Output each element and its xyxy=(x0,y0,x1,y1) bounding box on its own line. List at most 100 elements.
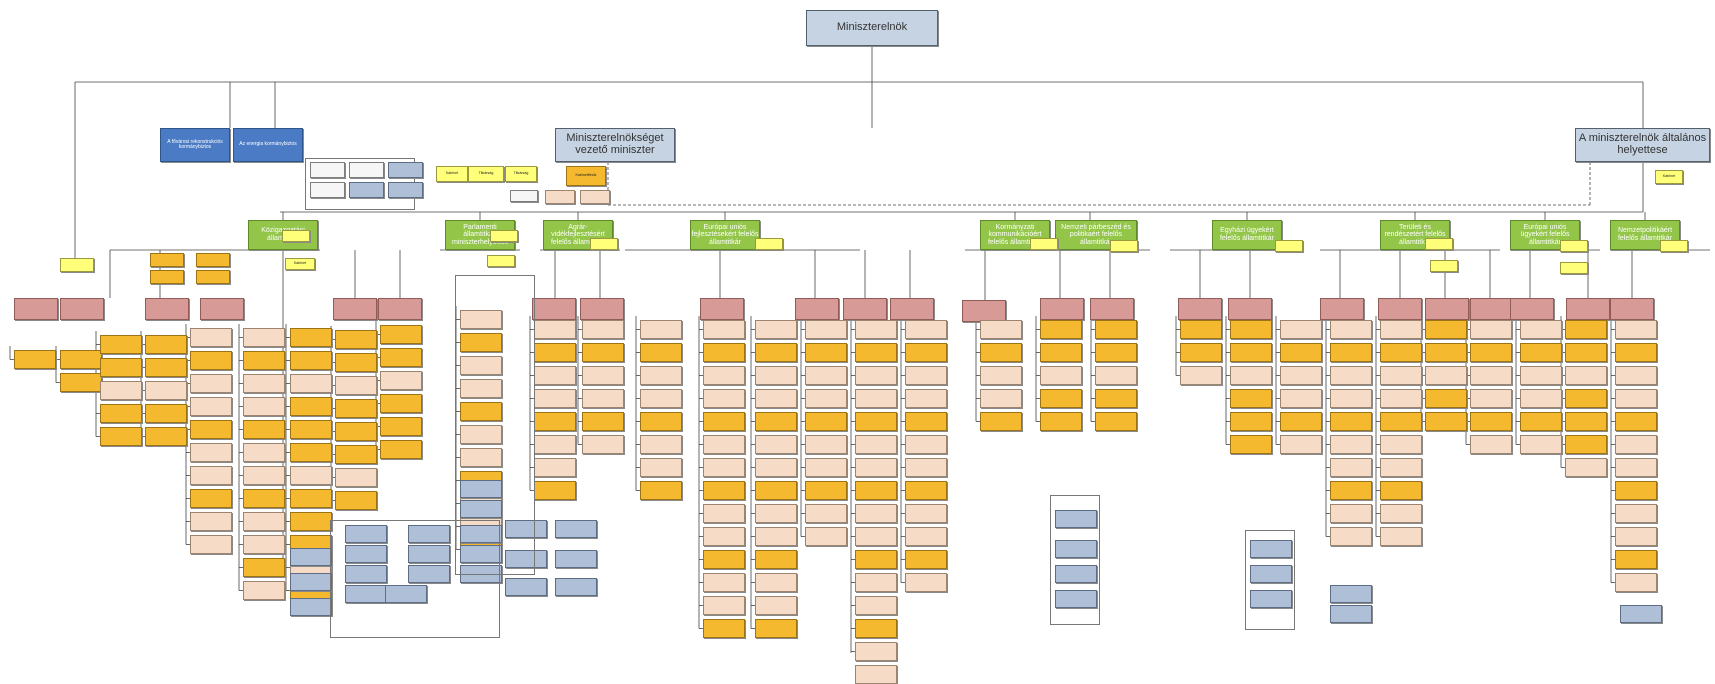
org-node-218 xyxy=(1095,389,1137,408)
org-node-169 xyxy=(805,366,847,385)
org-node-261 xyxy=(1470,343,1512,362)
org-node-305 xyxy=(290,573,332,591)
org-node-59 xyxy=(190,351,232,370)
org-node-224 xyxy=(1230,343,1272,362)
org-node-102 xyxy=(380,371,422,390)
org-node-4 xyxy=(310,182,345,198)
org-node-294 xyxy=(755,238,783,250)
org-node-331 xyxy=(1250,565,1292,583)
state-secretary-5: Kormányzati kommunikációért felelős álla… xyxy=(980,220,1050,250)
org-node-192 xyxy=(855,665,897,684)
org-node-238 xyxy=(1330,389,1372,408)
org-node-112 xyxy=(460,448,502,467)
org-node-234 xyxy=(1280,435,1322,454)
org-node-36 xyxy=(1178,298,1222,320)
org-node-82 xyxy=(290,374,332,393)
org-node-164 xyxy=(755,573,797,592)
org-node-18 xyxy=(150,270,184,284)
org-node-131 xyxy=(640,320,682,339)
org-node-228 xyxy=(1230,435,1272,454)
org-node-201 xyxy=(905,504,947,523)
org-node-87 xyxy=(290,489,332,508)
org-node-187 xyxy=(855,550,897,569)
org-node-215 xyxy=(1095,320,1137,339)
org-node-146 xyxy=(703,481,745,500)
org-node-69 xyxy=(243,351,285,370)
org-node-39 xyxy=(1378,298,1422,320)
org-node-106 xyxy=(460,310,502,329)
org-node-17 xyxy=(196,253,230,267)
org-node-232 xyxy=(1280,389,1322,408)
org-node-260 xyxy=(1470,320,1512,339)
org-node-199 xyxy=(905,458,947,477)
group-frame xyxy=(1245,530,1295,630)
org-node-322 xyxy=(555,550,597,568)
org-node-93 xyxy=(335,353,377,372)
org-node-159 xyxy=(755,458,797,477)
org-node-231 xyxy=(1280,366,1322,385)
org-node-287 xyxy=(1615,504,1657,523)
org-node-283 xyxy=(1615,412,1657,431)
org-node-324 xyxy=(460,500,502,518)
org-node-299 xyxy=(1560,240,1588,252)
org-node-71 xyxy=(243,397,285,416)
org-node-275 xyxy=(1565,389,1607,408)
org-node-195 xyxy=(905,366,947,385)
org-node-178 xyxy=(855,343,897,362)
org-node-251 xyxy=(1380,458,1422,477)
org-node-189 xyxy=(855,596,897,615)
org-node-247 xyxy=(1380,366,1422,385)
org-node-147 xyxy=(703,504,745,523)
org-node-119 xyxy=(534,366,576,385)
org-node-180 xyxy=(855,389,897,408)
org-node-200 xyxy=(905,481,947,500)
org-node-28 xyxy=(580,298,624,320)
org-node-175 xyxy=(805,504,847,523)
org-node-263 xyxy=(1470,389,1512,408)
org-node-52 xyxy=(100,427,142,446)
org-node-230 xyxy=(1280,343,1322,362)
org-node-288 xyxy=(1615,527,1657,546)
org-node-255 xyxy=(1425,320,1467,339)
org-node-246 xyxy=(1380,343,1422,362)
org-node-220 xyxy=(1180,320,1222,339)
org-node-108 xyxy=(460,356,502,375)
org-node-170 xyxy=(805,389,847,408)
org-node-136 xyxy=(640,435,682,454)
org-node-29 xyxy=(700,298,744,320)
org-node-150 xyxy=(703,573,745,592)
org-node-267 xyxy=(1520,343,1562,362)
org-node-190 xyxy=(855,619,897,638)
org-node-42 xyxy=(1510,298,1554,320)
org-node-84 xyxy=(290,420,332,439)
org-node-291 xyxy=(282,230,310,242)
org-node-286 xyxy=(1615,481,1657,500)
org-node-203 xyxy=(905,550,947,569)
org-node-335 xyxy=(1620,605,1662,623)
org-node-184 xyxy=(855,481,897,500)
org-node-297 xyxy=(1275,240,1303,252)
group-frame xyxy=(330,520,500,638)
org-node-308 xyxy=(345,545,387,563)
org-node-23 xyxy=(145,298,189,320)
org-node-321 xyxy=(555,520,597,538)
org-node-30 xyxy=(795,298,839,320)
org-node-130 xyxy=(582,435,624,454)
org-node-26 xyxy=(378,298,422,320)
org-node-332 xyxy=(1250,590,1292,608)
org-node-49 xyxy=(100,358,142,377)
org-node-54 xyxy=(145,358,187,377)
org-node-51 xyxy=(100,404,142,423)
org-node-94 xyxy=(335,376,377,395)
commissioner-box-1: A fővárosi rekonstrukciós kormánybiztos xyxy=(160,128,230,162)
org-node-27 xyxy=(532,298,576,320)
org-node-6 xyxy=(388,182,423,198)
org-node-236 xyxy=(1330,343,1372,362)
org-node-25 xyxy=(333,298,377,320)
org-node-333 xyxy=(1330,585,1372,603)
org-node-295 xyxy=(1030,238,1058,250)
org-node-95 xyxy=(335,399,377,418)
org-node-196 xyxy=(905,389,947,408)
org-node-77 xyxy=(243,535,285,554)
